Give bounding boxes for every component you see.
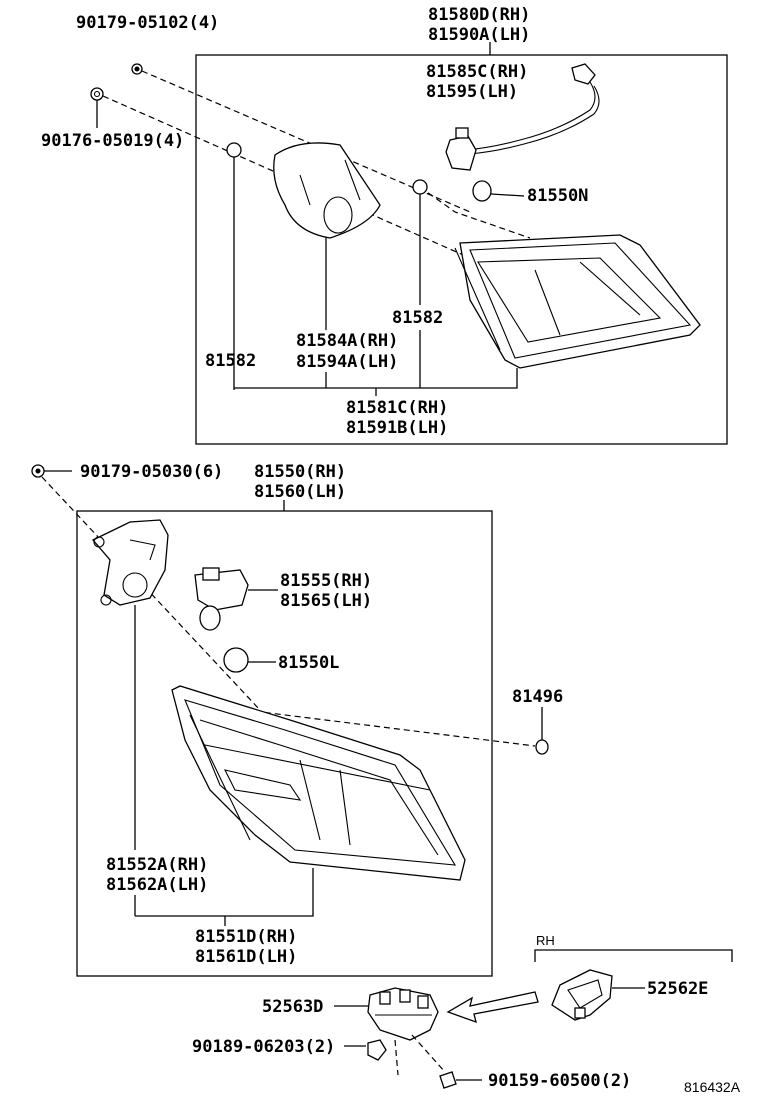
bracket-81552A-part[interactable] bbox=[91, 519, 169, 606]
label-81580D: 81580D(RH) bbox=[428, 5, 530, 25]
grommet-81582-right-part[interactable] bbox=[412, 179, 428, 195]
inner-lamp-assembly bbox=[90, 42, 728, 445]
outer-lens-81551D-part[interactable] bbox=[171, 685, 466, 881]
nut-90176-05019-part[interactable] bbox=[90, 87, 104, 101]
label-81561D: 81561D(LH) bbox=[195, 947, 297, 967]
label-81581C: 81581C(RH) bbox=[346, 398, 448, 418]
socket-wire-81585C-part[interactable] bbox=[445, 63, 600, 171]
label-81585C: 81585C(RH) bbox=[426, 62, 528, 82]
bulb-81550L-part[interactable] bbox=[223, 647, 276, 673]
label-81560: 81560(LH) bbox=[254, 482, 346, 502]
diagram-reference-code: 816432A bbox=[684, 1079, 741, 1095]
label-81550L: 81550L bbox=[278, 653, 339, 673]
clip-90189-06203-part[interactable] bbox=[344, 1039, 387, 1061]
label-81582-right: 81582 bbox=[392, 308, 443, 328]
mounting-brackets bbox=[334, 949, 733, 1089]
inner-lens-81581C-part[interactable] bbox=[454, 234, 701, 369]
socket-81555-part[interactable] bbox=[194, 567, 278, 631]
label-90179-05030: 90179-05030(6) bbox=[80, 462, 223, 482]
housing-81584A-part[interactable] bbox=[273, 142, 381, 239]
label-90176-05019: 90176-05019(4) bbox=[41, 131, 184, 151]
label-81555: 81555(RH) bbox=[280, 571, 372, 591]
inner-lamp-group-box bbox=[195, 54, 728, 445]
label-81551D: 81551D(RH) bbox=[195, 927, 297, 947]
outer-lamp-assembly bbox=[31, 464, 549, 977]
bulb-81550N-part[interactable] bbox=[472, 180, 525, 202]
label-81584A: 81584A(RH) bbox=[296, 331, 398, 351]
part-labels: 90179-05102(4) 90176-05019(4) 81580D(RH)… bbox=[41, 5, 741, 1095]
bracket-52562E-part[interactable] bbox=[551, 969, 645, 1021]
clip-52563D-part[interactable] bbox=[334, 987, 439, 1041]
label-81582-left: 81582 bbox=[205, 351, 256, 371]
label-52562E: 52562E bbox=[647, 979, 708, 999]
label-81562A: 81562A(LH) bbox=[106, 875, 208, 895]
label-81590A: 81590A(LH) bbox=[428, 25, 530, 45]
label-81565: 81565(LH) bbox=[280, 591, 372, 611]
label-90179-05102: 90179-05102(4) bbox=[76, 13, 219, 33]
screw-90179-05102-part[interactable] bbox=[131, 63, 143, 75]
label-90159-60500: 90159-60500(2) bbox=[488, 1071, 631, 1091]
grommet-81496-part[interactable] bbox=[535, 739, 549, 755]
screw-90179-05030-part[interactable] bbox=[31, 464, 45, 478]
grommet-81582-left-part[interactable] bbox=[226, 142, 242, 158]
label-90189-06203: 90189-06203(2) bbox=[192, 1037, 335, 1057]
label-81552A: 81552A(RH) bbox=[106, 855, 208, 875]
label-81550N: 81550N bbox=[527, 186, 588, 206]
label-rh: RH bbox=[536, 933, 555, 948]
label-81550: 81550(RH) bbox=[254, 462, 346, 482]
label-81594A: 81594A(LH) bbox=[296, 352, 398, 372]
direction-arrow bbox=[446, 991, 539, 1024]
label-81591B: 81591B(LH) bbox=[346, 418, 448, 438]
label-81496: 81496 bbox=[512, 687, 563, 707]
label-52563D: 52563D bbox=[262, 997, 323, 1017]
screw-90159-60500-part[interactable] bbox=[411, 1034, 482, 1089]
label-81595: 81595(LH) bbox=[426, 82, 518, 102]
